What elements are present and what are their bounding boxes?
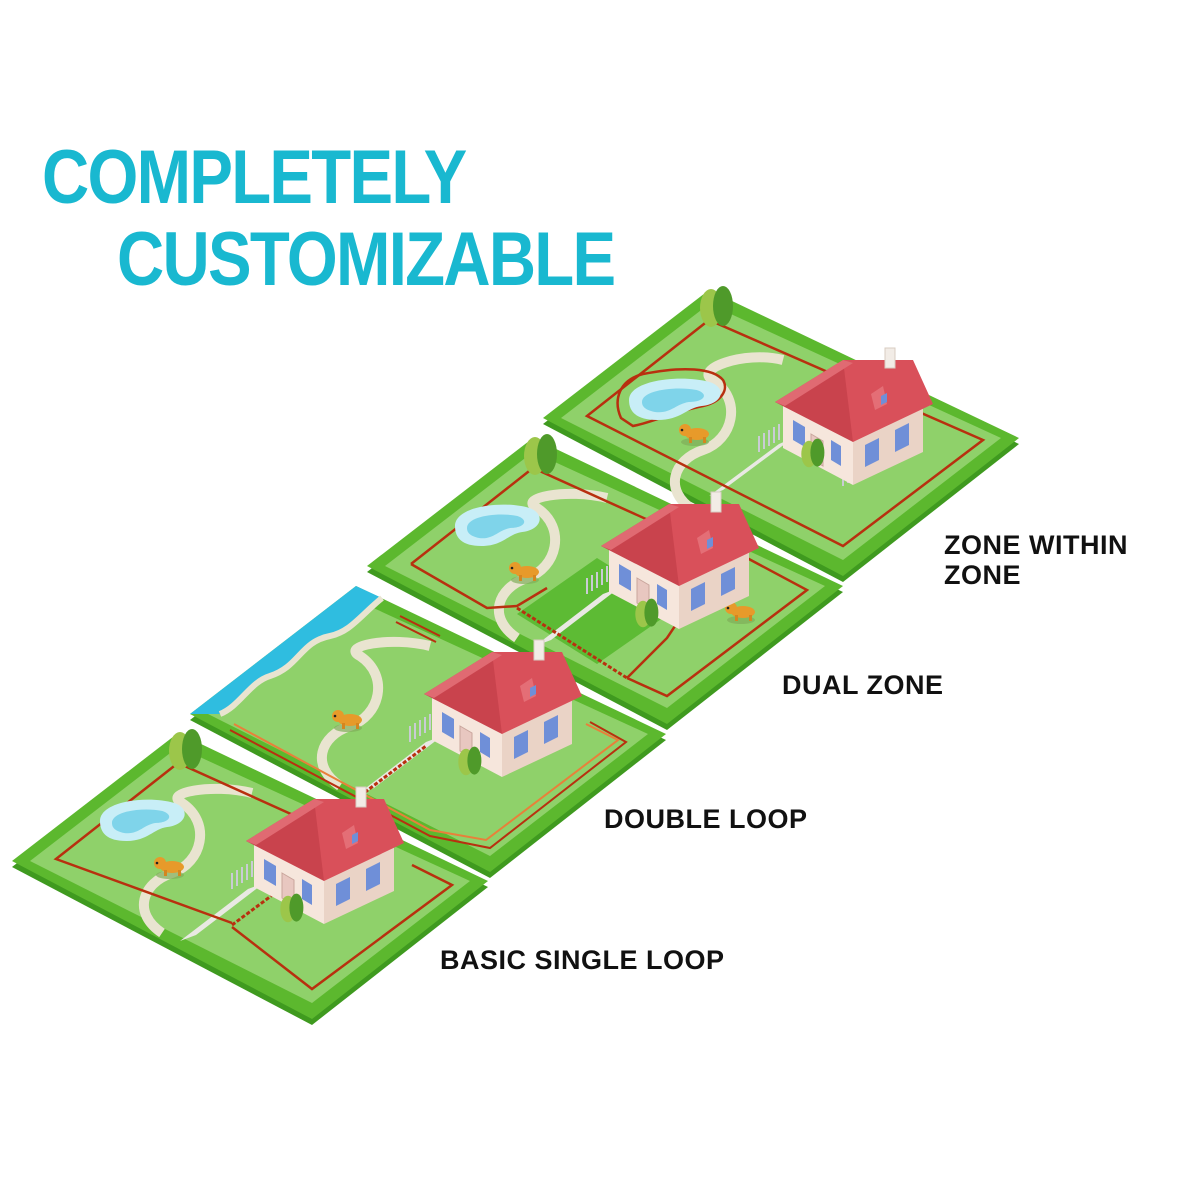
headline-line-2: CUSTOMIZABLE: [117, 217, 616, 302]
walkway: [709, 438, 793, 496]
garden-path: [138, 783, 254, 938]
boundary-wire: [584, 318, 986, 548]
twisted-wire: [231, 877, 295, 927]
garden-path: [493, 488, 609, 643]
label-double-loop: DOUBLE LOOP: [604, 804, 808, 834]
layout-zone-within-zone: [543, 286, 1019, 582]
tree-icon: [169, 729, 202, 770]
tree-icon: [458, 746, 482, 776]
garden-path: [669, 352, 785, 515]
twisted-wire: [516, 606, 628, 680]
headline-line-1: COMPLETELY: [42, 135, 467, 220]
layout-basic-single-loop: [12, 729, 488, 1025]
label-zone-within-zone-line-1: ZONE WITHIN: [944, 530, 1128, 560]
boundary-wire: [231, 863, 455, 991]
label-dual-zone: DUAL ZONE: [782, 670, 944, 700]
tree-icon: [700, 286, 733, 327]
label-basic-single-loop: BASIC SINGLE LOOP: [440, 945, 725, 975]
label-zone-within-zone-line-2: ZONE: [944, 560, 1022, 590]
walkway: [180, 883, 264, 941]
tree-icon: [524, 434, 557, 475]
garden-path: [316, 636, 432, 791]
layout-dual-zone: [367, 434, 843, 730]
boundary-wire: [410, 562, 548, 610]
label-zone-within-zone: ZONE WITHIN ZONE: [944, 530, 1128, 590]
twisted-wire: [359, 744, 427, 798]
tree-icon: [801, 438, 825, 468]
tree-icon: [635, 598, 659, 628]
river-icon: [190, 586, 382, 714]
tree-icon: [280, 893, 304, 923]
